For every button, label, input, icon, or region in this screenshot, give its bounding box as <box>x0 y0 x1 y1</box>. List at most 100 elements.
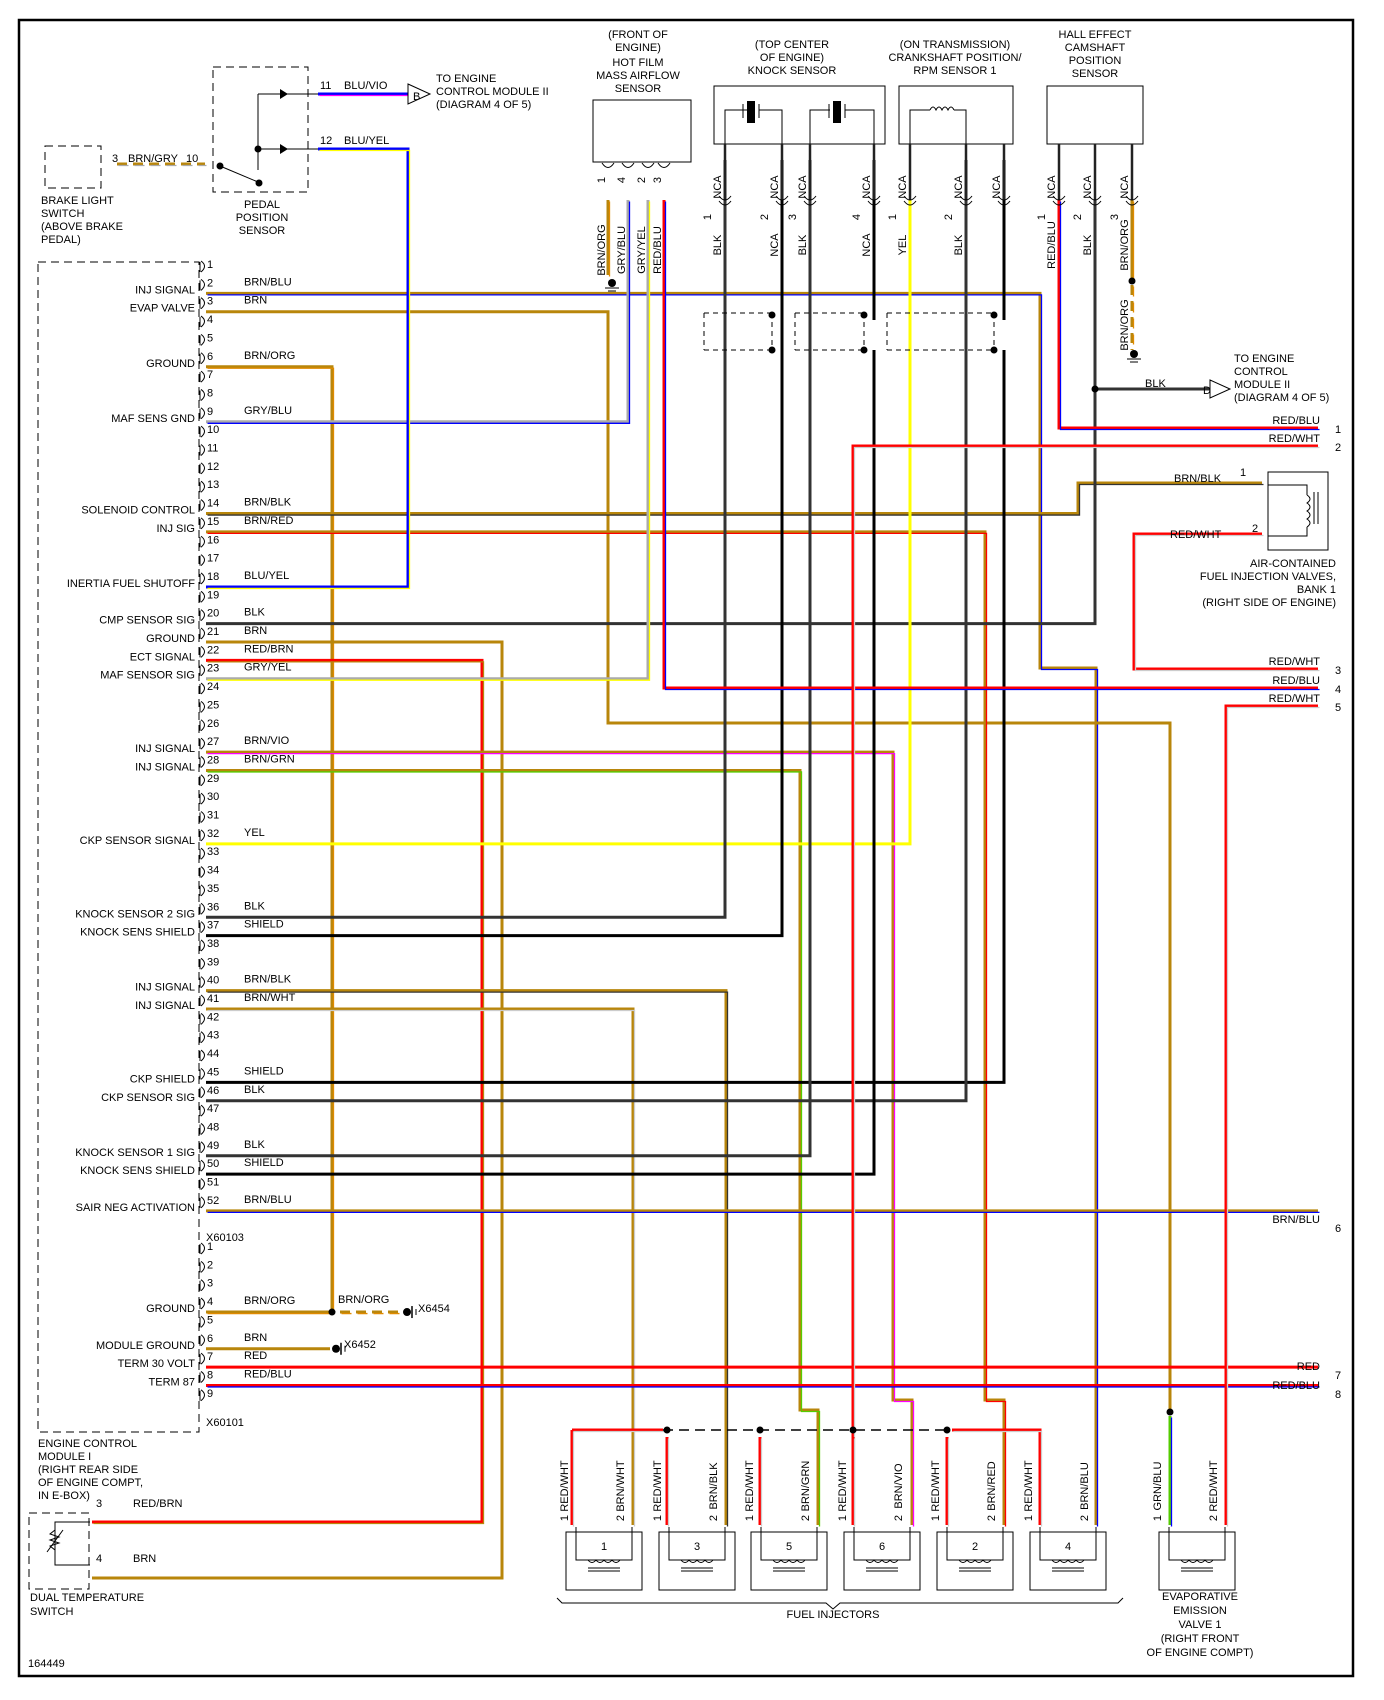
ecm-a-pin-48-number: 48 <box>207 1121 219 1133</box>
ecm-a-pin-12-cavity <box>200 462 205 475</box>
maf-pin-number-3: 3 <box>652 177 664 183</box>
engine-control-module: ENGINE CONTROL MODULE I (RIGHT REAR SIDE… <box>37 261 244 1502</box>
fuel-injector-4-pin2-number: 2 <box>1079 1515 1091 1521</box>
ecm-a-pin-27-wire-color: BRN/VIO <box>244 735 290 747</box>
cmp-wire-0: RED/BLU <box>1046 221 1058 269</box>
ecm-a-pin-8-number: 8 <box>207 387 213 399</box>
evap-label-3: VALVE 1 <box>1178 1619 1221 1631</box>
ecm-a-pin-25-cavity <box>200 700 205 713</box>
thermistor-arrow <box>46 1529 64 1553</box>
fuel-injector-6-box <box>843 1531 921 1591</box>
knock-element-1-lead2 <box>759 109 783 144</box>
ecm-a-pin-50-function: KNOCK SENS SHIELD <box>80 1165 195 1177</box>
components-layer <box>28 83 1329 1610</box>
ecm-a-pin-18-number: 18 <box>207 571 219 583</box>
ecm-a-pin-37-number: 37 <box>207 920 219 932</box>
ecm-a-pin-20-number: 20 <box>207 608 219 620</box>
ecm-a-pin-9-cavity <box>200 407 205 420</box>
ecm-a-pin-39-number: 39 <box>207 956 219 968</box>
ecm-b-pin-7-cavity <box>200 1352 205 1365</box>
right-edge-terminal-4: 4 <box>1335 684 1341 696</box>
coil-icon <box>958 1559 992 1563</box>
ecm-a-pin-22-number: 22 <box>207 644 219 656</box>
ecm-a-pin-25-number: 25 <box>207 699 219 711</box>
fuel-injector-3-pin2-number: 2 <box>708 1515 720 1521</box>
right-edge-wire-7: RED <box>1297 1361 1320 1373</box>
knock-wire-3: NCA <box>861 233 873 257</box>
ecm-a-pin-34-cavity <box>200 866 205 878</box>
coil-icon <box>587 1559 621 1563</box>
ecm-b-pin-1-number: 1 <box>207 1241 213 1253</box>
maf-pin-number-2: 2 <box>636 177 648 183</box>
ckp-coil-icon <box>929 106 955 112</box>
ecm-b-pin-7-wire-color: RED <box>244 1350 267 1362</box>
fuel-injector-5-pin1-wire: RED/WHT <box>744 1460 756 1512</box>
aiv-lead-2 <box>1268 527 1308 537</box>
pps-pin-11: 11 <box>320 80 331 92</box>
ecm-a-pin-28-wire-color: BRN/GRN <box>244 753 295 765</box>
ecm-a-pin-44-number: 44 <box>207 1048 219 1060</box>
connector-triangle-d-icon <box>1209 379 1232 399</box>
right-edge-wire-1: RED/BLU <box>1272 415 1320 427</box>
ecm-a-pin-9-wire-color: GRY/BLU <box>244 405 292 417</box>
ecm-a-pin-27-function: INJ SIGNAL <box>135 743 195 755</box>
wire-inj-pin27 <box>206 750 914 1525</box>
ecm-a-pin-47-number: 47 <box>207 1103 219 1115</box>
splice-cmp-ground <box>1128 277 1136 285</box>
fuel-injector-2-pin1-number: 1 <box>930 1515 942 1521</box>
wire-inj-signal-pin2 <box>206 291 1098 1525</box>
shield-splice-1 <box>860 311 868 319</box>
to-ecm-d-label-2: CONTROL <box>1234 366 1288 378</box>
splice-inj-bus-3 <box>943 1426 951 1434</box>
to-ecm-d-label-1: TO ENGINE <box>1234 353 1294 365</box>
cmp-pin-number-1: 1 <box>1036 214 1048 220</box>
pps-junction <box>254 145 262 153</box>
ecm-a-pin-36-cavity <box>200 902 205 915</box>
ecm-b-pin-7-function: TERM 30 VOLT <box>118 1358 196 1370</box>
ecm-a-pin-52-function: SAIR NEG ACTIVATION <box>76 1202 195 1214</box>
splice-cmp-blk <box>1091 385 1099 393</box>
fuel-injector-2-box <box>936 1531 1014 1591</box>
ckp-wire-1: BLK <box>953 234 965 255</box>
ecm-a-pin-41-function: INJ SIGNAL <box>135 1000 195 1012</box>
fuel-injector-4-pin1-wire: RED/WHT <box>1023 1460 1035 1512</box>
wire-maf-pin3 <box>662 200 1318 690</box>
ecm-label-3: (RIGHT REAR SIDE <box>38 1464 138 1476</box>
splice-inj-bus-1 <box>756 1426 764 1434</box>
ecm-b-pin-4-function: GROUND <box>146 1303 195 1315</box>
ecm-a-pin-39-cavity <box>200 957 205 970</box>
wire-redwht-terminal2 <box>851 444 1318 1525</box>
wire-redwht-terminal2-stripe <box>853 446 1320 1527</box>
ecm-a-pin-33-cavity <box>200 847 205 860</box>
ecm-b-pin-1-cavity <box>200 1242 205 1255</box>
knock-crystal-icon <box>747 101 755 123</box>
ecm-a-pin-49-number: 49 <box>207 1140 219 1152</box>
fuel-injector-2-pin1-wire: RED/WHT <box>930 1460 942 1512</box>
fuel-injector-3-pin1-wire: RED/WHT <box>652 1460 664 1512</box>
ecm-a-pin-6-cavity <box>200 352 205 365</box>
knock-cavity-1 <box>775 195 789 206</box>
ecm-a-pin-43-number: 43 <box>207 1030 219 1042</box>
dts-box <box>28 1512 90 1590</box>
fuel-injector-1-pin1-wire: RED/WHT <box>559 1460 571 1512</box>
pps-pin-10: 10 <box>186 153 198 165</box>
diode-icon <box>280 144 288 154</box>
ecm-a-pin-32-function: CKP SENSOR SIGNAL <box>80 835 195 847</box>
aiv-pin-2: 2 <box>1252 523 1258 535</box>
to-ecm-d-wire: BLK <box>1145 378 1166 390</box>
ckp-label-3: RPM SENSOR 1 <box>913 65 996 77</box>
ecm-a-pin-42-cavity <box>200 1012 205 1025</box>
wire-ect-pin22-stripe <box>93 661 485 1525</box>
wire-inj-pin41-stripe <box>207 1009 636 1527</box>
maf-cavity <box>601 162 615 168</box>
fuel-injector-5-pin1-number: 1 <box>744 1515 756 1521</box>
fuel-injector-6-pin2-wire: BRN/VIO <box>893 1463 905 1509</box>
ckp-box <box>898 85 1014 145</box>
ckp-top-label-0: NCA <box>897 175 909 199</box>
ckp-label-1: (ON TRANSMISSION) <box>900 39 1010 51</box>
pps-pin-12: 12 <box>320 135 332 147</box>
ground-x6454-wire: BRN/ORG <box>338 1294 389 1306</box>
cmp-sensor: HALL EFFECT CAMSHAFT POSITION SENSOR <box>1059 29 1132 80</box>
splice-inj-bus-0 <box>663 1426 671 1434</box>
maf-label-3: HOT FILM <box>612 57 663 69</box>
